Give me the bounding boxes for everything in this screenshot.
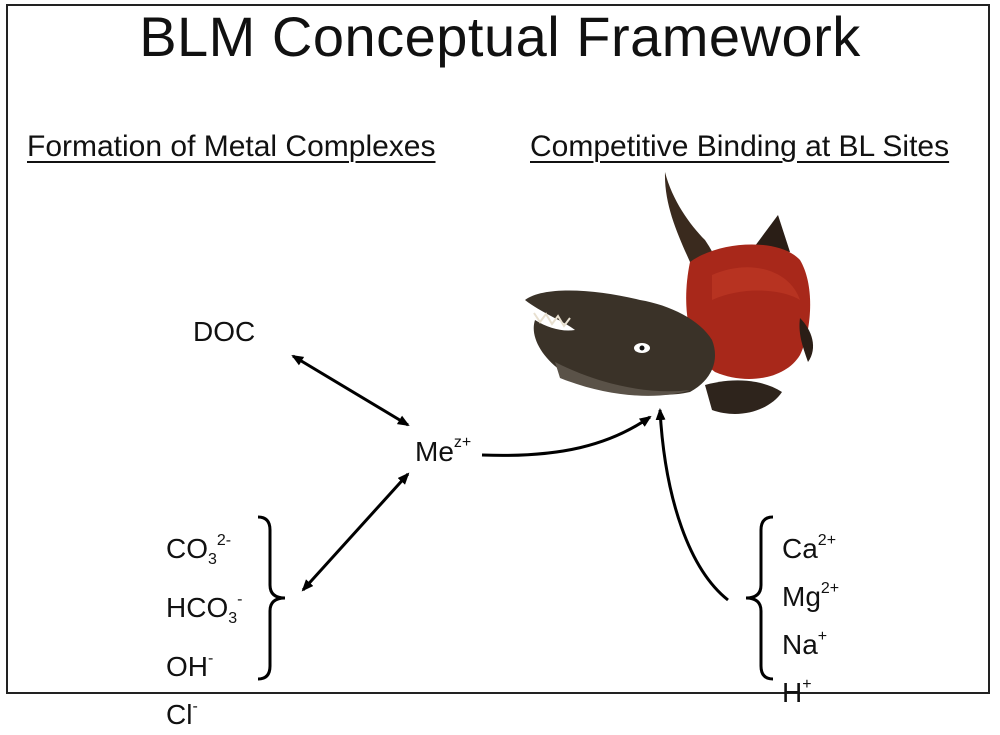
- metal-ion-label: Mez+: [415, 434, 471, 468]
- heading-metal-complexes: Formation of Metal Complexes: [27, 130, 436, 163]
- arrows-and-brackets: [257, 172, 814, 681]
- fish-icon: [525, 172, 814, 414]
- doc-metal-arrow: [291, 354, 410, 427]
- ligand-item: CO3 2-: [166, 521, 242, 580]
- metal-to-fish-arrow: [481, 415, 652, 457]
- diagram-title: BLM Conceptual Framework: [139, 5, 861, 68]
- cation-symbol: Na: [782, 629, 818, 660]
- doc-label: DOC: [193, 316, 256, 347]
- ligand-subscript: 3: [208, 551, 217, 568]
- ligand-item: Cl-: [166, 687, 242, 735]
- cation-item: Mg2+: [782, 569, 839, 617]
- ligand-charge: -: [208, 650, 214, 667]
- heading-competitive-binding: Competitive Binding at BL Sites: [530, 130, 950, 163]
- cation-symbol: Mg: [782, 581, 821, 612]
- cation-charge: 2+: [817, 532, 837, 549]
- ligand-symbol: HCO: [166, 592, 229, 623]
- metal-ion-charge: z+: [453, 434, 472, 451]
- cation-charge: 2+: [820, 580, 840, 597]
- ligand-symbol: OH: [166, 651, 208, 682]
- cation-item: Ca2+: [782, 521, 839, 569]
- metal-ligand-arrow: [301, 472, 410, 592]
- ligand-symbol: CO: [166, 533, 208, 564]
- ligand-charge: -: [237, 591, 243, 608]
- ligand-bracket: [257, 515, 286, 681]
- ligand-subscript: 3: [228, 610, 238, 627]
- ligand-symbol: Cl: [166, 699, 193, 730]
- ligand-charge: -: [192, 698, 198, 715]
- ligand-item: HCO3 -: [166, 580, 242, 639]
- cation-item: Na+: [782, 617, 839, 665]
- metal-ion-symbol: Me: [415, 436, 454, 467]
- cations-to-fish-arrow: [655, 408, 729, 602]
- ligand-charge: 2-: [216, 532, 232, 549]
- ligand-item: OH-: [166, 639, 242, 687]
- cation-symbol: Ca: [782, 533, 818, 564]
- cation-charge: +: [817, 628, 828, 645]
- cation-bracket: [745, 515, 774, 681]
